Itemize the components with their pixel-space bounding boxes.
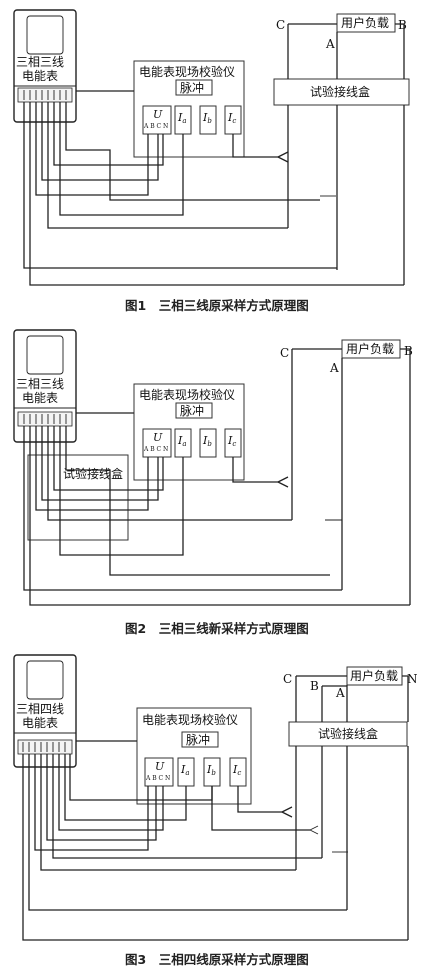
meter-1: 三相三线 电能表: [13, 9, 77, 123]
meter-1-label-line1: 三相三线: [16, 55, 64, 69]
phase-a-1: A: [325, 37, 335, 51]
wires-3: [22, 675, 409, 941]
meter-2-label-line1: 三相三线: [16, 377, 64, 391]
phase-c-1: C: [276, 18, 285, 32]
meter-3: 三相四线 电能表: [13, 654, 77, 768]
tester-3-ic: Ic: [232, 763, 241, 777]
junction-box-3: 试验接线盒: [318, 726, 378, 741]
wires-1: [23, 23, 405, 286]
tester-3-ia: Ia: [180, 763, 190, 777]
caption-1: 图1 三相三线原采样方式原理图: [125, 298, 309, 313]
tester-3-pulse: 脉冲: [186, 732, 210, 747]
phase-n-3: N: [407, 672, 418, 686]
tester-2-u-label: U: [153, 431, 163, 444]
phase-c-3: C: [283, 672, 292, 686]
wires-2: [23, 348, 411, 606]
figure-1: 三相三线 电能表 电能表现场校验仪 脉冲 U A B C N Ia Ib Ic …: [13, 9, 410, 313]
tester-1-title: 电能表现场校验仪: [139, 64, 235, 79]
tester-2-ic: Ic: [227, 434, 236, 448]
caption-3: 图3 三相四线原采样方式原理图: [125, 952, 309, 967]
load-area-2: 用户负载 C A B 试验接线盒: [27, 339, 413, 541]
phase-b-1: B: [398, 18, 407, 32]
phase-c-2: C: [280, 346, 289, 360]
tester-3-u-label: U: [155, 760, 165, 773]
tester-1-pulse: 脉冲: [180, 80, 204, 95]
load-area-1: 用户负载 试验接线盒 C A B: [273, 13, 410, 106]
tester-2-pulse: 脉冲: [180, 403, 204, 418]
phase-a-2: A: [329, 361, 339, 375]
tester-1: 电能表现场校验仪 脉冲 U A B C N Ia Ib Ic: [133, 60, 245, 158]
user-load-3: 用户负载: [350, 668, 398, 683]
junction-box-1: 试验接线盒: [310, 84, 370, 99]
tester-2: 电能表现场校验仪 脉冲 U A B C N Ia Ib Ic: [133, 383, 245, 481]
tester-2-ia: Ia: [177, 434, 187, 448]
tester-3-u-terms: A B C N: [145, 775, 170, 782]
figure-2: 三相三线 电能表 电能表现场校验仪 脉冲 U A B C N Ia Ib Ic …: [13, 329, 413, 636]
meter-3-label-line1: 三相四线: [16, 702, 64, 716]
caption-2: 图2 三相三线新采样方式原理图: [125, 621, 309, 636]
tester-1-ic: Ic: [227, 111, 236, 125]
tester-3-title: 电能表现场校验仪: [142, 712, 238, 727]
phase-b-2: B: [404, 344, 413, 358]
tester-3-ib: Ib: [206, 763, 216, 777]
junction-box-2: 试验接线盒: [63, 466, 123, 481]
user-load-2: 用户负载: [346, 341, 394, 356]
tester-3: 电能表现场校验仪 脉冲 U A B C N Ia Ib Ic: [136, 707, 252, 805]
meter-3-label-line2: 电能表: [22, 716, 58, 730]
meter-1-label-line2: 电能表: [22, 69, 58, 83]
tester-1-u-label: U: [153, 108, 163, 121]
load-area-3: 用户负载 试验接线盒 C B A N: [283, 666, 418, 747]
phase-a-3: A: [335, 686, 345, 700]
user-load-1: 用户负载: [341, 15, 389, 30]
meter-2-label-line2: 电能表: [22, 391, 58, 405]
figure-3: 三相四线 电能表 电能表现场校验仪 脉冲 U A B C N Ia Ib Ic …: [13, 654, 418, 967]
tester-2-title: 电能表现场校验仪: [139, 387, 235, 402]
tester-2-u-terms: A B C N: [143, 446, 168, 453]
tester-1-ib: Ib: [202, 111, 212, 125]
meter-2: 三相三线 电能表: [13, 329, 77, 443]
tester-2-ib: Ib: [202, 434, 212, 448]
tester-1-ia: Ia: [177, 111, 187, 125]
phase-b-3: B: [310, 679, 319, 693]
tester-1-u-terms: A B C N: [143, 123, 168, 130]
